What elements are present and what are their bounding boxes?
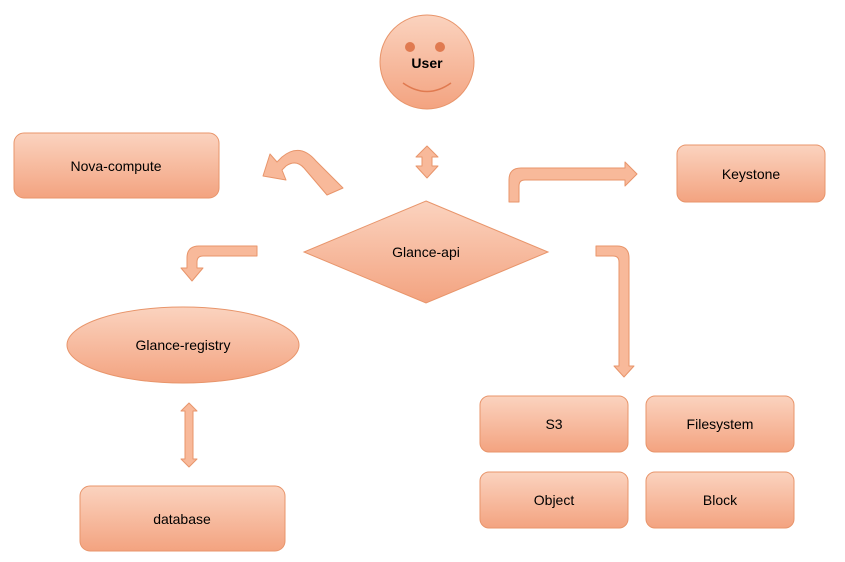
block-label: Block (703, 492, 738, 508)
keystone-node: Keystone (676, 144, 826, 203)
glance-api-node: Glance-api (302, 200, 550, 304)
s3-node: S3 (479, 395, 629, 453)
object-label: Object (534, 492, 575, 508)
database-label: database (153, 511, 211, 527)
user-api-double-arrow (415, 145, 439, 179)
left-eye-icon (405, 42, 415, 52)
nova-compute-label: Nova-compute (70, 158, 161, 174)
object-node: Object (479, 471, 629, 529)
nova-compute-node: Nova-compute (13, 132, 220, 199)
user-node: User (379, 14, 475, 110)
api-to-nova-arrow (262, 150, 344, 196)
keystone-label: Keystone (722, 166, 781, 182)
s3-label: S3 (545, 416, 562, 432)
block-node: Block (645, 471, 795, 529)
registry-database-double-arrow (180, 402, 198, 468)
user-label: User (411, 55, 443, 71)
right-eye-icon (435, 42, 445, 52)
filesystem-node: Filesystem (645, 395, 795, 453)
api-to-keystone-arrow (508, 161, 638, 203)
smile-icon (402, 82, 452, 93)
filesystem-label: Filesystem (687, 416, 754, 432)
glance-api-label: Glance-api (392, 244, 460, 260)
glance-registry-node: Glance-registry (66, 306, 300, 384)
api-to-storage-arrow (595, 245, 635, 378)
api-to-registry-arrow (180, 245, 258, 282)
glance-registry-label: Glance-registry (136, 337, 231, 353)
database-node: database (79, 485, 286, 552)
